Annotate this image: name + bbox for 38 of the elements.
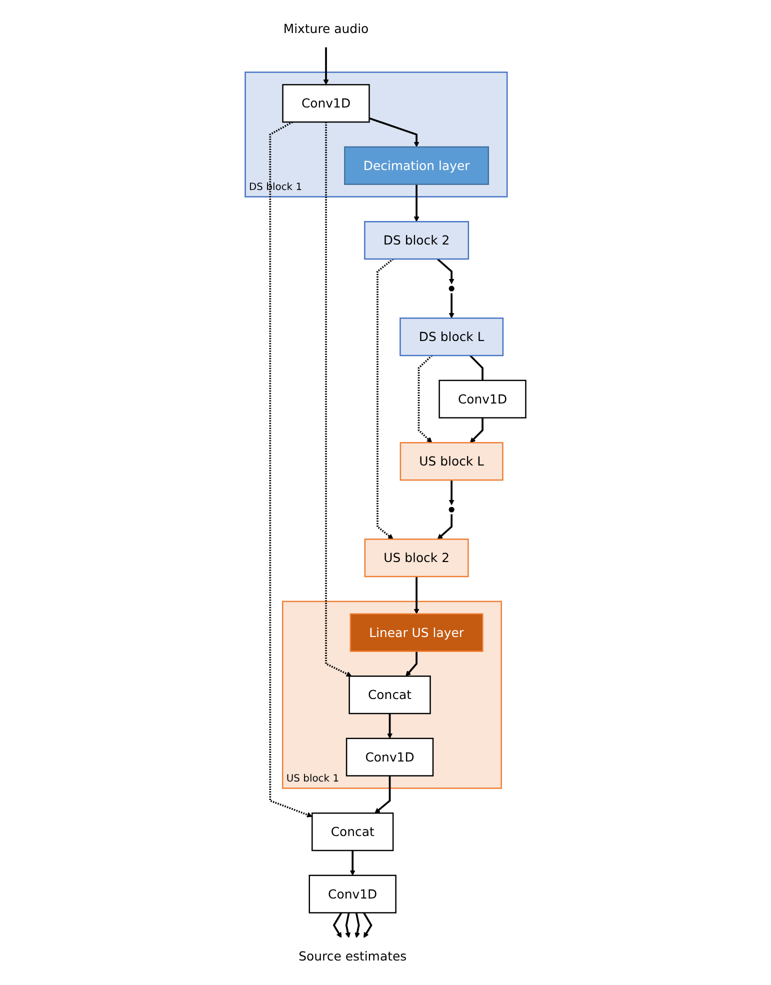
arrow: [437, 514, 452, 540]
node-text: Source estimates: [298, 948, 407, 964]
node-box: US block L: [400, 442, 504, 481]
node-box: Decimation layer: [344, 146, 490, 185]
arrow: [345, 912, 351, 938]
arrow: [414, 184, 420, 222]
arrow: [414, 576, 420, 614]
arrow: [332, 912, 342, 938]
arrow: [448, 293, 454, 318]
arrow: [448, 480, 454, 506]
node-box: Conv1D: [346, 738, 434, 776]
node-box: DS block 2: [364, 221, 470, 260]
node-box: Linear US layer: [350, 613, 484, 652]
node-box: Conv1D: [282, 84, 370, 123]
node-box: DS block L: [400, 318, 504, 356]
node-box: Conv1D: [438, 380, 526, 418]
arrow: [406, 651, 418, 676]
arrow: [374, 776, 391, 814]
connector: [469, 354, 484, 380]
arrow: [363, 912, 372, 938]
arrow: [323, 47, 329, 85]
node-box: US block 2: [364, 538, 469, 578]
arrow: [350, 850, 356, 876]
arrow: [269, 121, 312, 818]
arrow: [376, 258, 394, 540]
node-dots: [448, 286, 454, 292]
arrow: [470, 418, 484, 443]
arrow: [387, 714, 393, 739]
node-box: Concat: [312, 812, 394, 852]
arrow: [418, 354, 433, 443]
arrow: [354, 912, 360, 938]
node-box: Conv1D: [308, 874, 396, 914]
arrow: [325, 122, 352, 676]
node-dots: [448, 506, 454, 512]
node-text: Mixture audio: [283, 21, 369, 36]
arrow: [436, 258, 454, 284]
arrow: [368, 117, 420, 148]
node-box: Concat: [348, 676, 431, 714]
